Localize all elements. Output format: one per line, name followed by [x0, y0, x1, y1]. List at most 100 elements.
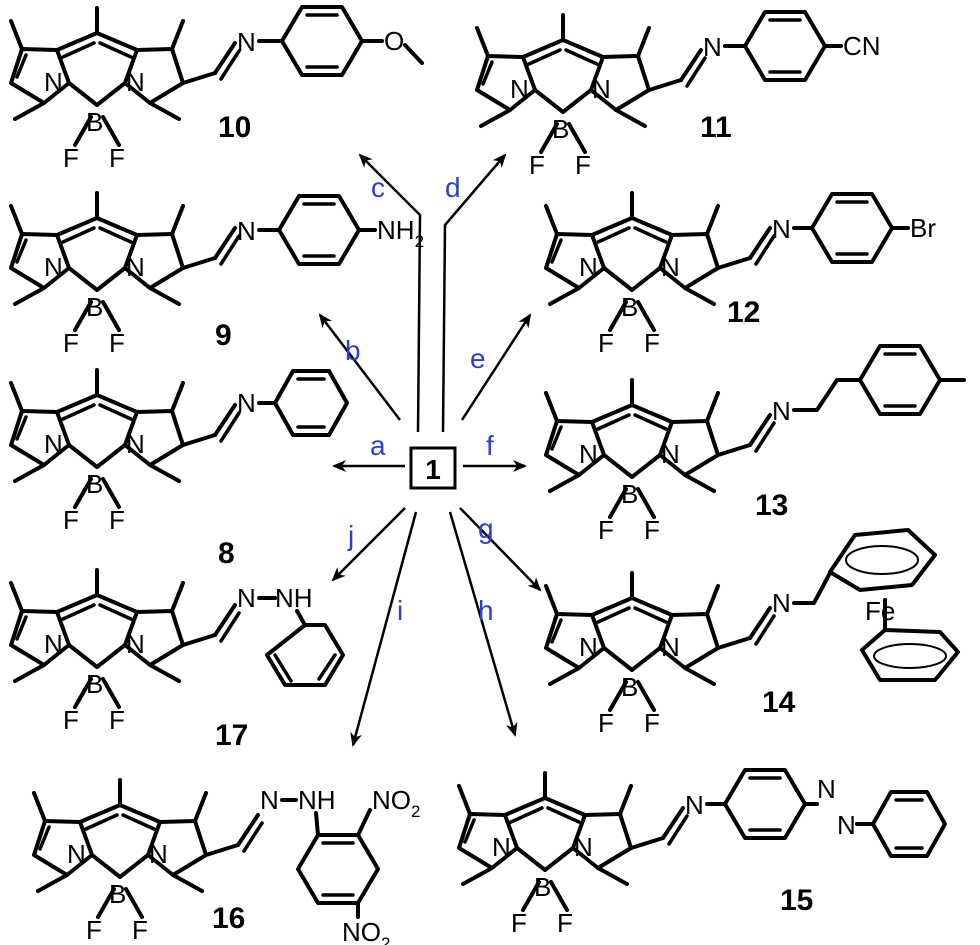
svg-text:F: F — [529, 150, 545, 180]
svg-text:NH: NH — [275, 583, 313, 613]
svg-text:N: N — [67, 839, 86, 869]
svg-text:N: N — [592, 74, 611, 104]
svg-text:N: N — [772, 214, 791, 244]
svg-text:B: B — [86, 292, 103, 322]
label-c: c — [371, 172, 385, 203]
svg-text:CN: CN — [843, 31, 881, 61]
compound-9: N N B F F N NH2 — [9, 191, 424, 358]
arrow-e — [460, 313, 532, 421]
svg-text:N: N — [579, 632, 598, 662]
label-d: d — [445, 172, 461, 203]
label-a: a — [370, 430, 386, 461]
svg-text:NH2: NH2 — [377, 215, 424, 251]
svg-text:N: N — [44, 252, 63, 282]
label-b: b — [345, 335, 361, 366]
arrow-g — [459, 507, 542, 592]
compound-12: N N B F F N Br — [544, 191, 936, 358]
compound-label-14: 14 — [762, 686, 796, 719]
svg-text:N: N — [574, 832, 593, 862]
compound-15: N N B F F N N N — [457, 768, 947, 938]
svg-text:N: N — [149, 839, 168, 869]
ferrocenyl-group: Fe — [828, 528, 960, 682]
svg-text:Br: Br — [910, 213, 936, 243]
svg-text:N: N — [579, 439, 598, 469]
compound-8: N N B F F N — [9, 368, 349, 535]
svg-text:N: N — [492, 832, 511, 862]
compound-16: N N B F F N NH NO2 NO2 — [32, 778, 420, 945]
arrow-i — [350, 511, 418, 747]
svg-text:NH: NH — [298, 785, 336, 815]
svg-text:F: F — [63, 328, 79, 358]
arrow-j — [331, 507, 406, 582]
svg-text:B: B — [86, 669, 103, 699]
svg-text:N: N — [44, 629, 63, 659]
compound-label-11: 11 — [700, 111, 732, 144]
svg-text:O: O — [384, 26, 404, 56]
label-h: h — [478, 595, 494, 626]
svg-text:F: F — [63, 705, 79, 735]
svg-text:N: N — [237, 583, 256, 613]
compound-label-17: 17 — [215, 719, 248, 752]
svg-text:B: B — [621, 672, 638, 702]
svg-text:N: N — [260, 785, 279, 815]
center-box — [409, 446, 457, 490]
svg-text:N: N — [510, 74, 529, 104]
label-f: f — [486, 430, 494, 461]
compound-label-16: 16 — [212, 902, 245, 935]
svg-text:N: N — [661, 632, 680, 662]
reaction-labels: a b c d e f g h i j — [345, 172, 494, 626]
label-e: e — [470, 343, 486, 374]
arrow-h — [448, 511, 518, 737]
svg-text:F: F — [86, 915, 102, 945]
svg-text:F: F — [109, 328, 125, 358]
svg-text:F: F — [598, 708, 614, 738]
compound-label-12: 12 — [727, 296, 760, 329]
svg-text:N: N — [703, 32, 722, 62]
compound-label-9: 9 — [215, 319, 232, 352]
label-g: g — [478, 513, 494, 544]
compound-10: N N B F F N O — [9, 5, 424, 173]
svg-text:N: N — [44, 67, 63, 97]
svg-text:F: F — [63, 143, 79, 173]
svg-text:F: F — [132, 915, 148, 945]
arrow-c — [358, 153, 422, 433]
svg-text:N: N — [837, 810, 856, 840]
compound-13: N N B F F N — [544, 344, 966, 545]
label-i: i — [397, 595, 403, 626]
svg-text:N: N — [237, 388, 256, 418]
compound-label-15: 15 — [780, 884, 813, 917]
svg-text:N: N — [579, 252, 598, 282]
svg-text:N: N — [126, 429, 145, 459]
compound-14: N N B F F N — [544, 571, 832, 738]
svg-text:F: F — [644, 708, 660, 738]
svg-text:N: N — [772, 588, 791, 618]
svg-text:N: N — [126, 629, 145, 659]
svg-text:NO2: NO2 — [342, 917, 390, 945]
compound-11: N N B F F N CN — [475, 10, 881, 180]
compound-label-10: 10 — [218, 111, 251, 144]
compound-17: N N B F F N NH — [9, 568, 345, 735]
svg-text:F: F — [644, 515, 660, 545]
arrow-d — [441, 153, 507, 433]
svg-text:N: N — [685, 790, 704, 820]
svg-text:B: B — [552, 114, 569, 144]
svg-text:N: N — [772, 396, 791, 426]
svg-text:N: N — [237, 216, 256, 246]
svg-text:B: B — [86, 469, 103, 499]
svg-text:B: B — [86, 107, 103, 137]
svg-text:F: F — [109, 705, 125, 735]
svg-text:N: N — [44, 429, 63, 459]
svg-text:NO2: NO2 — [372, 785, 420, 821]
svg-text:N: N — [661, 252, 680, 282]
svg-text:N: N — [126, 67, 145, 97]
svg-text:F: F — [644, 328, 660, 358]
svg-text:N: N — [661, 439, 680, 469]
svg-text:F: F — [598, 328, 614, 358]
fe-atom: Fe — [865, 596, 895, 626]
svg-text:F: F — [63, 505, 79, 535]
svg-text:F: F — [511, 908, 527, 938]
svg-text:N: N — [126, 252, 145, 282]
svg-text:B: B — [109, 879, 126, 909]
compound-label-8: 8 — [218, 537, 235, 570]
